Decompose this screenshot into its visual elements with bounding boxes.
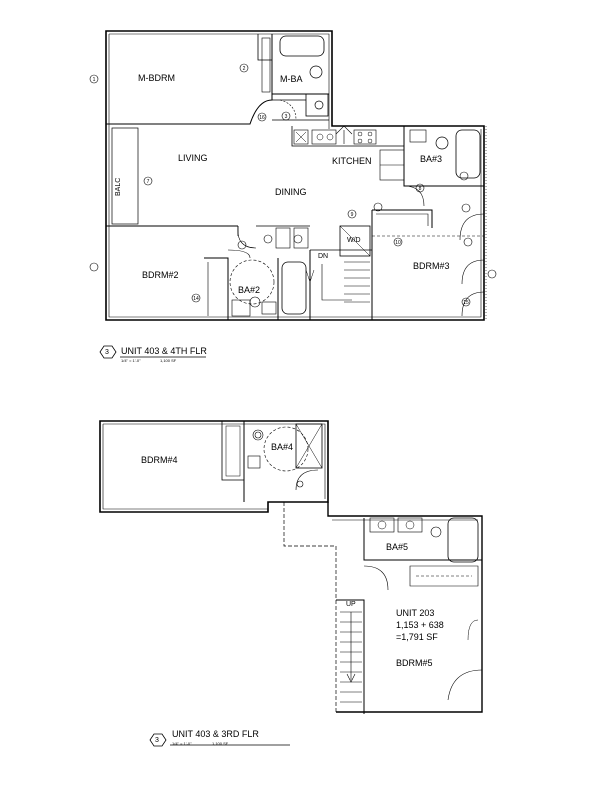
room-label-ba4: BA#4	[271, 442, 294, 452]
room-label-m-bdrm: M-BDRM	[138, 73, 175, 83]
keynote-number: 3	[285, 114, 288, 120]
room-label-bdrm5: BDRM#5	[396, 658, 433, 668]
room-label-balc: BALC	[115, 177, 122, 196]
keynote-number: 16	[259, 115, 265, 121]
room-label-wd: W/D	[347, 237, 361, 244]
keynote-number: 9	[351, 212, 354, 218]
unit-note-line2: 1,153 + 638	[396, 620, 444, 630]
upper-plan-title: UNIT 403 & 4TH FLR	[121, 346, 207, 356]
lower-plan-scale: 1/4" = 1'-0"	[172, 741, 192, 746]
keynote-number: 10	[395, 240, 401, 246]
lower-floor-plan	[99, 420, 483, 714]
keynote-number: 7	[147, 179, 150, 185]
keynote-number: 14	[193, 296, 199, 302]
stair-label-dn: DN	[318, 253, 329, 260]
keynote-number: 1	[93, 77, 96, 83]
upper-title-tag-number: 3	[105, 349, 109, 356]
keynote-number: 15	[463, 300, 469, 306]
upper-plan-scale: 1/4" = 1'-0"	[121, 358, 141, 363]
upper-keynotes	[89, 63, 497, 307]
room-label-m-ba: M-BA	[280, 74, 303, 84]
room-label-bdrm3: BDRM#3	[413, 261, 450, 271]
room-label-dining: DINING	[275, 187, 307, 197]
upper-title-tag	[99, 345, 206, 359]
keynote-number: 2	[243, 66, 246, 72]
lower-title-tag	[149, 733, 290, 747]
keynote-number: 8	[419, 186, 422, 192]
room-label-ba3: BA#3	[420, 154, 443, 164]
upper-floor-plan	[105, 30, 487, 321]
lower-title-tag-number: 3	[155, 737, 159, 744]
lower-plan-title: UNIT 403 & 3RD FLR	[172, 729, 259, 739]
room-label-living: LIVING	[178, 153, 208, 163]
stair-label-up: UP	[346, 601, 356, 608]
room-label-kitchen: KITCHEN	[332, 156, 372, 166]
unit-note-line3: =1,791 SF	[396, 632, 438, 642]
upper-plan-area: 1,100 SF	[160, 358, 177, 363]
lower-keynotes	[254, 431, 304, 488]
lower-plan-area: 1,100 SF	[212, 741, 229, 746]
unit-note-line1: UNIT 203	[396, 608, 435, 618]
room-label-ba2: BA#2	[238, 285, 261, 295]
room-label-bdrm4: BDRM#4	[141, 455, 178, 465]
room-label-ba5: BA#5	[386, 542, 409, 552]
room-label-bdrm2: BDRM#2	[142, 270, 179, 280]
